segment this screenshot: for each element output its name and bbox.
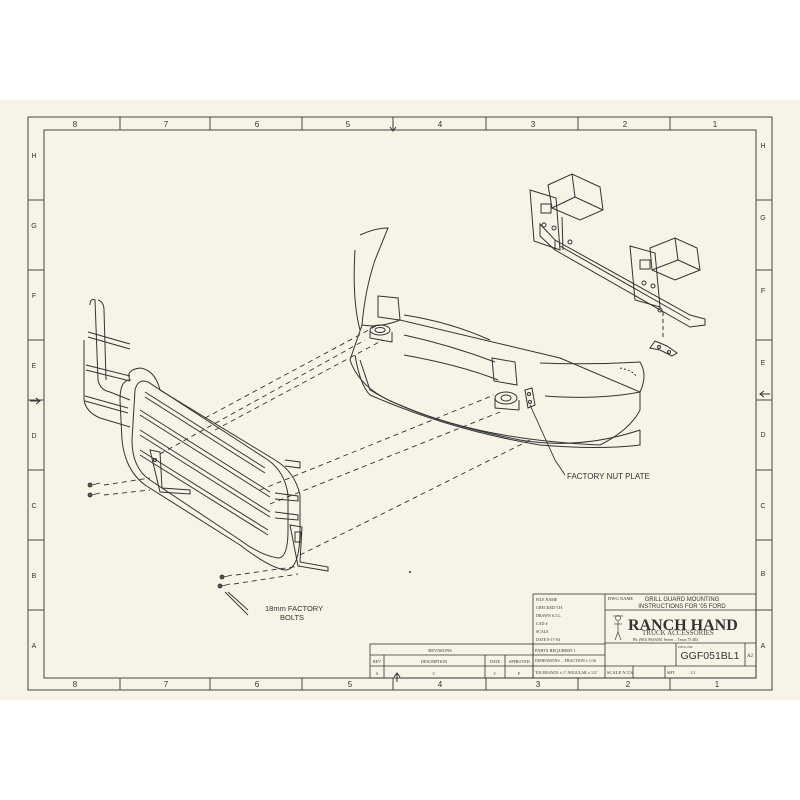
bolts-leader (224, 591, 249, 616)
row-label-left: F (32, 293, 36, 300)
col-label-bottom: 4 (438, 680, 443, 689)
col-label-top: 7 (164, 120, 169, 129)
speck (409, 571, 411, 573)
row-label-right: D (760, 432, 765, 439)
bolt-icons (87, 482, 233, 589)
revision-code: A2 (747, 654, 754, 659)
revisions-col: REV (373, 659, 381, 664)
col-label-bottom: 6 (255, 680, 260, 689)
company-name: RANCH HAND (628, 617, 738, 634)
inner-border (43, 129, 757, 679)
ranch-hand-logo: RANCH HAND TRUCK ACCESSORIES Ph: (903) 8… (613, 615, 738, 642)
revisions-cell: P (518, 671, 521, 676)
outer-border (27, 116, 773, 691)
col-label-top: 2 (623, 120, 628, 129)
row-label-right: G (760, 215, 765, 222)
row-label-left: D (31, 433, 36, 440)
technical-drawing: 8 7 6 5 4 3 2 1 8 7 6 5 4 3 2 1 H G F E … (27, 116, 773, 691)
parts-required: PARTS REQUIRED 1 (535, 648, 576, 653)
col-label-top: 3 (531, 120, 536, 129)
drawing-title-line2: INSTRUCTIONS FOR '05 FORD (638, 604, 726, 610)
col-label-top: 5 (346, 120, 351, 129)
revisions-col: APPROVED (508, 659, 529, 664)
revisions-cell: C (433, 671, 436, 676)
col-label-top: 6 (255, 120, 260, 129)
col-label-bottom: 2 (626, 680, 631, 689)
row-label-right: F (761, 288, 765, 295)
title-block-frame (369, 593, 757, 679)
drawing-title-line1: GRILL GUARD MOUNTING (645, 597, 720, 603)
row-label-right: C (760, 503, 765, 510)
center-mark-bottom (393, 672, 401, 682)
scale-label: SCALE N.T.S. (607, 670, 634, 675)
company-subtitle: TRUCK ACCESSORIES (642, 629, 714, 637)
row-label-right: H (760, 143, 765, 150)
nut-plate-leader (529, 404, 566, 476)
revisions-cell: A (376, 671, 379, 676)
center-mark-top (389, 122, 397, 132)
row-label-right: B (761, 571, 766, 578)
mounting-bracket-assembly (529, 173, 706, 357)
sheet-label: SHT. (667, 670, 675, 675)
revisions-col: DATE (490, 659, 501, 664)
row-label-left: A (32, 643, 37, 650)
row-label-right: A (761, 643, 766, 650)
drawing-sheet: 8 7 6 5 4 3 2 1 8 7 6 5 4 3 2 1 H G F E … (0, 100, 800, 700)
col-label-top: 8 (73, 120, 78, 129)
col-label-bottom: 1 (715, 680, 720, 689)
dimensions-note: DIMENSIONS ... FRACTION ± 1/16 (535, 658, 596, 663)
nut-plate-callout: FACTORY NUT PLATE (567, 472, 650, 481)
alignment-lines (103, 324, 531, 585)
row-label-left: E (32, 363, 37, 370)
col-label-top: 4 (438, 120, 443, 129)
tolerance-note: TOLERANCE ± 1° ANGULAR ± 1/2° (535, 670, 598, 675)
row-label-right: E (761, 360, 766, 367)
row-label-left: C (31, 503, 36, 510)
company-contact: Ph: (903) 894-6561 Seven ... Texas 75 48… (633, 638, 698, 642)
dwg-name-label: DWG NAME (608, 596, 633, 601)
title-field: FILE NAME (536, 597, 558, 602)
title-field: DRAWN S.J.C. (536, 613, 561, 618)
revisions-header: REVISIONS (428, 648, 452, 653)
bolts-callout-line2: BOLTS (280, 613, 304, 622)
grill-guard (83, 299, 329, 572)
bolts-callout-line1: 18mm FACTORY (265, 604, 323, 613)
col-label-bottom: 5 (348, 680, 353, 689)
col-label-bottom: 8 (73, 680, 78, 689)
title-field: CAD # (536, 621, 547, 626)
col-label-top: 1 (713, 120, 718, 129)
col-label-bottom: 7 (164, 680, 169, 689)
sheet-value: 1/1 (690, 670, 695, 675)
part-number-label: DWG NO. (678, 645, 693, 649)
center-mark-left (30, 397, 41, 405)
truck-bumper (349, 227, 645, 448)
row-label-left: G (31, 223, 36, 230)
title-field: DATE 8-17-04 (536, 637, 560, 642)
title-field: CHECKED T.H. (536, 605, 563, 610)
revisions-cell: C (494, 671, 497, 676)
row-label-left: B (32, 573, 37, 580)
cowboy-icon (613, 615, 623, 641)
row-label-left: H (31, 153, 36, 160)
revisions-col: DESCRIPTION (421, 659, 447, 664)
part-number: GGF051BL1 (681, 650, 740, 662)
title-field: SCALE (536, 629, 549, 634)
col-label-bottom: 3 (536, 680, 541, 689)
center-mark-right (759, 390, 770, 398)
